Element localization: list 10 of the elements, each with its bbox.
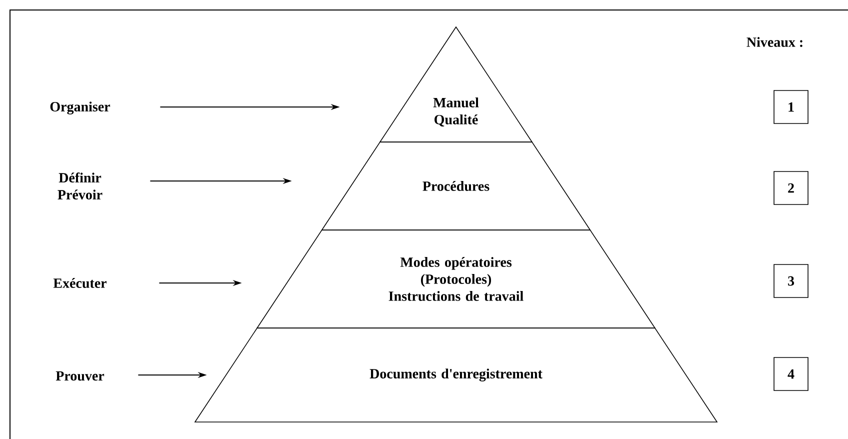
action-label: Prouver [56, 371, 104, 381]
action-label: Organiser [50, 102, 110, 114]
level-number-box: 4 [774, 357, 808, 391]
action-label: Définir Prévoir [58, 172, 102, 200]
action-label: Exécuter [53, 278, 107, 288]
level-number-box: 2 [774, 171, 808, 205]
level-number-box: 1 [774, 90, 808, 124]
level-number-box: 3 [774, 264, 808, 298]
pyramid-level: Procédures [321, 142, 591, 230]
heading-label: Niveaux : [746, 37, 802, 47]
